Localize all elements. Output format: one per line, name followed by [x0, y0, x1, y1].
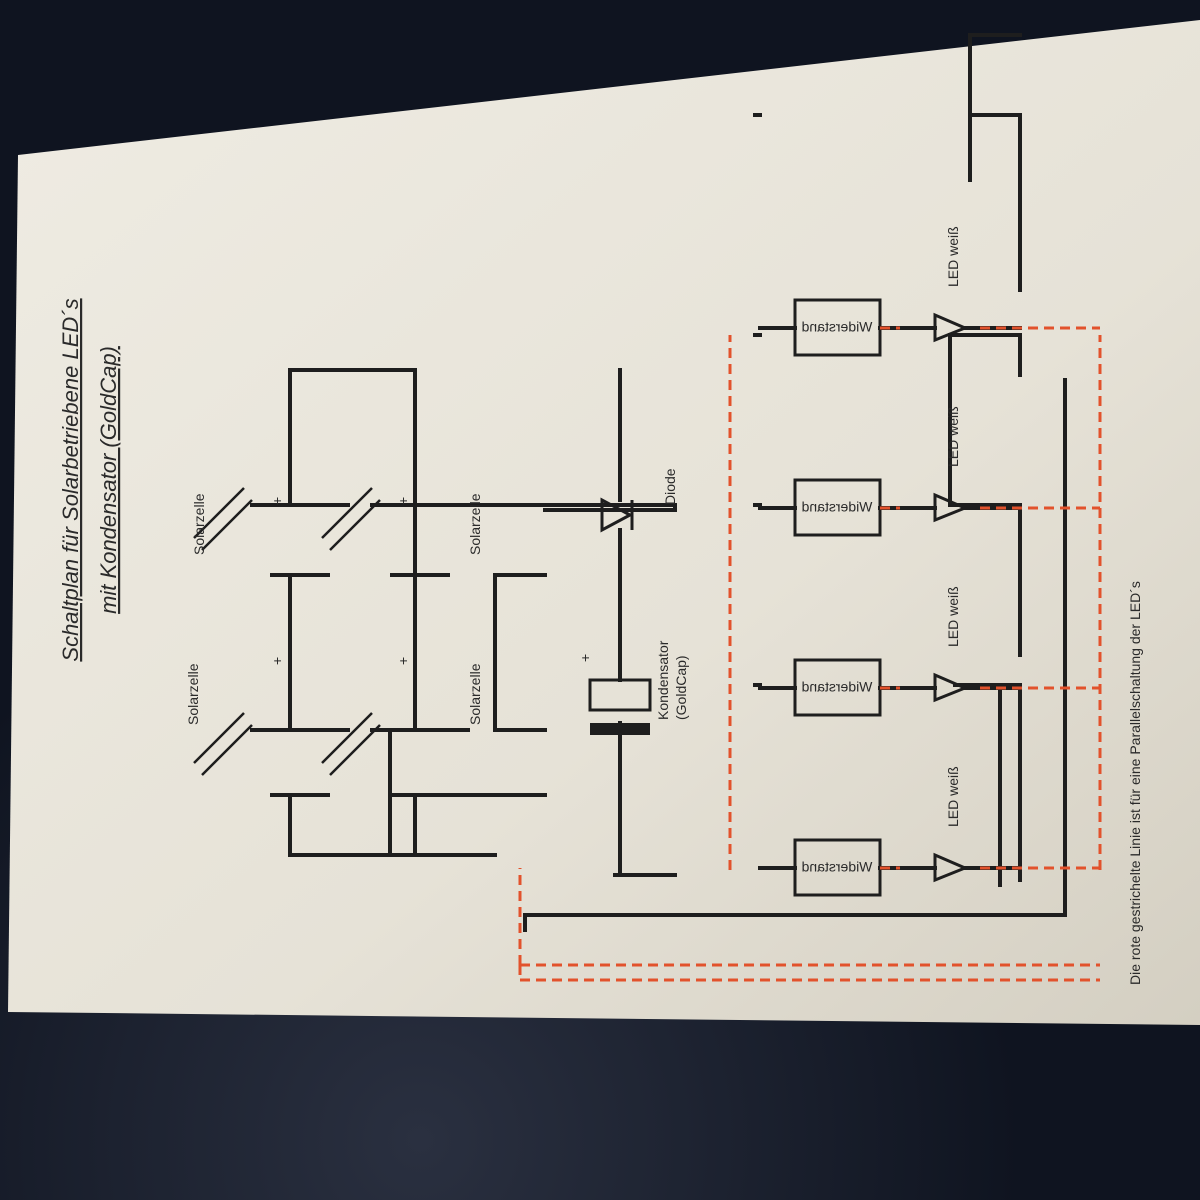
solar-plus-4: + [395, 497, 411, 505]
diode-capacitor-branch [588, 368, 677, 877]
capacitor-label-2: (GoldCap) [673, 655, 689, 720]
paper-sheet [8, 20, 1200, 1025]
resistor-label-3: Widerstand [802, 499, 873, 515]
title-line-1: Schaltplan für Solarbetriebene LED´s [58, 298, 83, 661]
solar-array [250, 368, 677, 857]
schematic: Schaltplan für Solarbetriebene LED´s mit… [58, 33, 1143, 985]
led-label-2: LED weiß [945, 586, 961, 647]
led-label-4: LED weiß [945, 226, 961, 287]
solar-plus-2: + [269, 497, 285, 505]
title-line-2: mit Kondensator (GoldCap) [96, 346, 121, 614]
solar-label-1: Solarzelle [185, 663, 201, 725]
solar-label-3: Solarzelle [467, 663, 483, 725]
capacitor-label-1: Kondensator [655, 640, 671, 720]
solar-plus-1: + [269, 657, 285, 665]
capacitor-plus: + [577, 654, 593, 662]
diode-label: Diode [662, 468, 678, 505]
resistor-label-1: Widerstand [802, 859, 873, 875]
led-label-1: LED weiß [945, 766, 961, 827]
solar-plus-3: + [395, 657, 411, 665]
resistor-label-4: Widerstand [802, 319, 873, 335]
led-label-3: LED weiß [945, 406, 961, 467]
solar-label-2: Solarzelle [191, 493, 207, 555]
solar-label-4: Solarzelle [467, 493, 483, 555]
resistor-label-2: Widerstand [802, 679, 873, 695]
light-arrows [193, 487, 381, 776]
parallel-dashed-lines [518, 326, 1102, 982]
footnote: Die rote gestrichelte Linie ist für eine… [1127, 581, 1143, 985]
